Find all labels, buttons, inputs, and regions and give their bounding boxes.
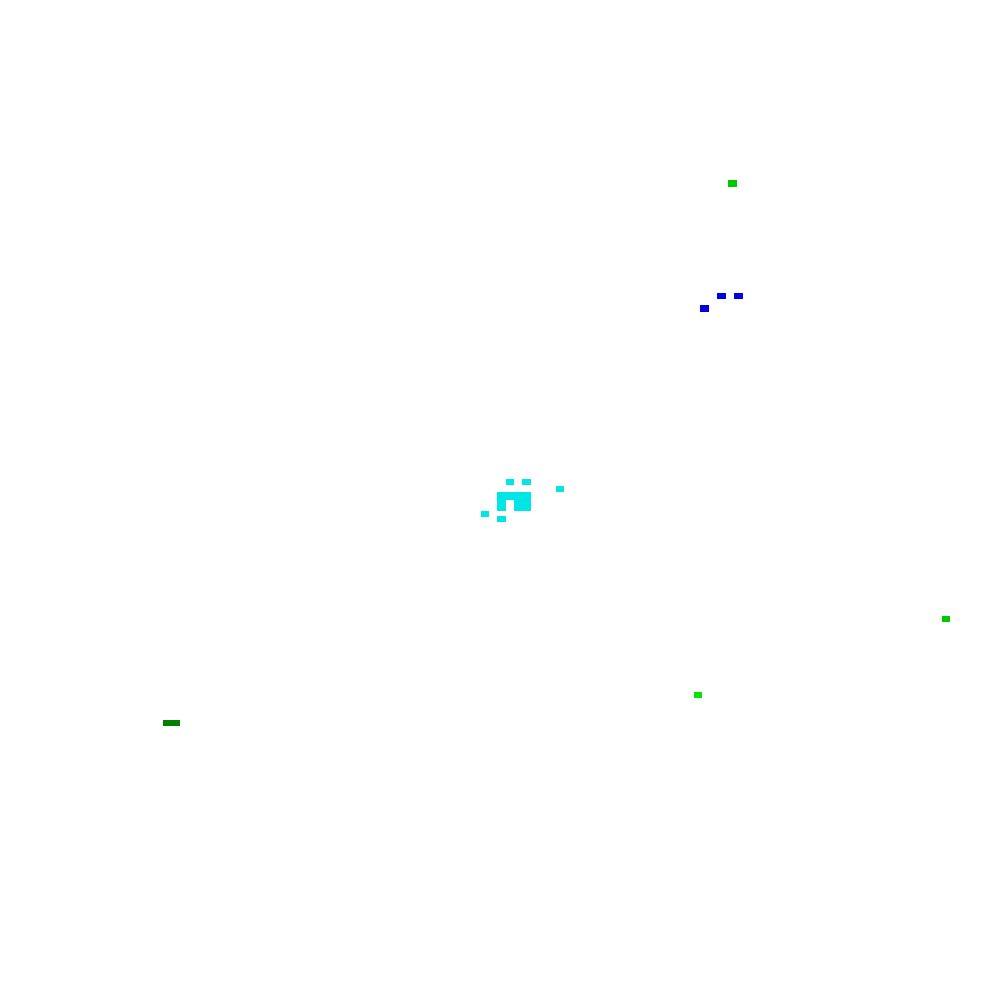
green-cell-top-cell-1 [728,180,737,187]
cyan-cluster-cell-3 [556,486,564,492]
dark-green-cell-cell-1 [163,720,180,726]
cyan-cluster-cell-8 [497,516,506,522]
cyan-cluster-cell-1 [506,479,514,485]
cyan-cluster-cell-5 [497,500,506,511]
blue-cluster-cell-3 [700,305,709,312]
blue-cluster-cell-1 [717,293,726,299]
cyan-cluster-cell-6 [514,500,531,511]
blue-cluster-cell-2 [734,293,743,299]
green-cell-right-cell-1 [942,616,950,622]
cyan-cluster-cell-7 [481,511,489,517]
lime-cell-cell-1 [694,692,702,698]
cyan-cluster-cell-4 [497,492,531,500]
cyan-cluster-cell-2 [522,479,531,485]
